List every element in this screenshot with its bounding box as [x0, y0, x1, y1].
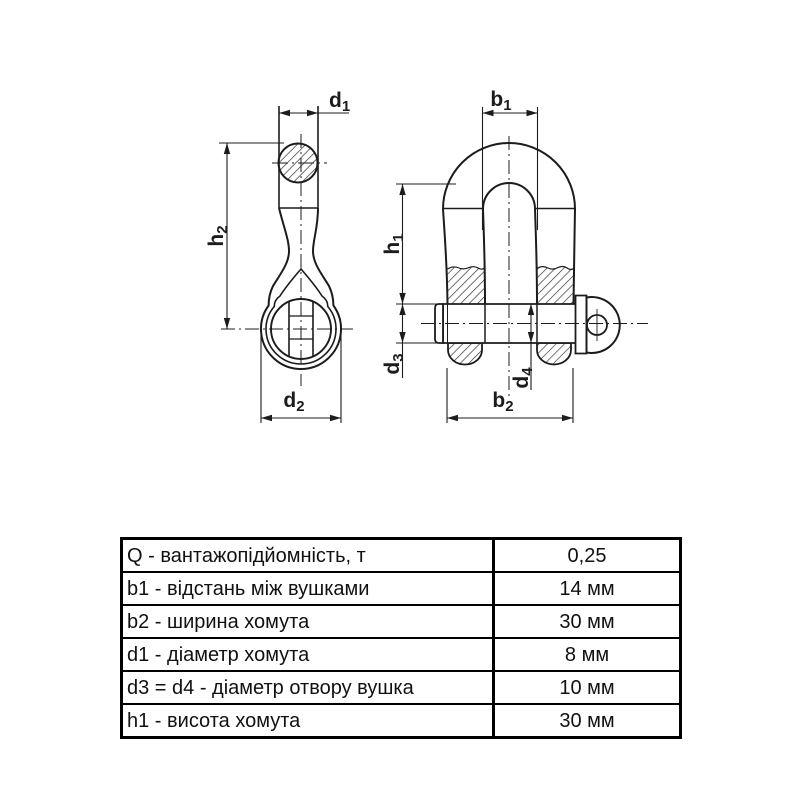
right-leg-inner-edge	[534, 208, 538, 305]
param-cell: d3 = d4 - діаметр отвору вушка	[120, 670, 495, 705]
left-leg-section-hatch	[447, 266, 485, 304]
table-row: d3 = d4 - діаметр отвору вушка 10 мм	[120, 670, 682, 705]
param-cell: h1 - висота хомута	[120, 703, 495, 739]
b2-ext-lines	[446, 368, 574, 423]
value-cell: 8 мм	[492, 637, 682, 672]
table-row: h1 - висота хомута 30 мм	[120, 703, 682, 739]
right-leg-outer-edge	[572, 208, 576, 305]
dimension-labels: d1 h2 d2 b1 h1 d3 d4 b2	[205, 88, 536, 415]
label-d1: d1	[329, 89, 350, 115]
label-b1: b1	[490, 88, 511, 114]
param-cell: b1 - відстань між вушками	[120, 571, 495, 606]
table-row: b2 - ширина хомута 30 мм	[120, 604, 682, 639]
d4-arrows	[527, 304, 535, 343]
right-leg-end	[536, 342, 572, 366]
pin-collar	[574, 294, 588, 355]
value-cell: 10 мм	[492, 670, 682, 705]
label-d4: d4	[510, 367, 536, 389]
value-cell: 0,25	[492, 537, 682, 573]
front-view	[396, 107, 648, 423]
right-leg-break-line	[536, 265, 574, 271]
left-leg-inner-edge	[482, 208, 486, 305]
table-row: b1 - відстань між вушками 14 мм	[120, 571, 682, 606]
left-leg-outer-edge	[442, 208, 449, 305]
bow-outer-arc	[442, 142, 576, 210]
param-cell: Q - вантажопідйомність, т	[120, 537, 495, 573]
bow-inner-arc	[482, 182, 536, 210]
table-row: d1 - діаметр хомута 8 мм	[120, 637, 682, 672]
d2-ext-lines	[260, 334, 342, 423]
label-h1: h1	[381, 233, 407, 254]
label-d3: d3	[381, 353, 407, 374]
b1-arrows	[482, 109, 538, 117]
param-cell: d1 - діаметр хомута	[120, 637, 495, 672]
b1-ext-lines	[481, 107, 539, 230]
param-cell: b2 - ширина хомута	[120, 604, 495, 639]
value-cell: 14 мм	[492, 571, 682, 606]
spec-table: Q - вантажопідйомність, т 0,25 b1 - відс…	[120, 537, 682, 739]
label-d2: d2	[283, 389, 304, 415]
side-view	[219, 106, 353, 423]
left-leg-break-line	[447, 266, 485, 270]
d1-arrows	[279, 109, 318, 117]
technical-drawing: d1 h2 d2 b1 h1 d3 d4 b2	[205, 88, 648, 423]
value-cell: 30 мм	[492, 703, 682, 739]
d3-arrows	[399, 304, 406, 343]
shackle-drawing-svg: d1 h2 d2 b1 h1 d3 d4 b2	[205, 88, 648, 423]
right-leg-section-hatch	[537, 266, 574, 304]
label-h2: h2	[205, 225, 231, 246]
table-row: Q - вантажопідйомність, т 0,25	[120, 537, 682, 573]
left-leg-end	[447, 342, 483, 366]
value-cell: 30 мм	[492, 604, 682, 639]
label-b2: b2	[492, 389, 513, 415]
